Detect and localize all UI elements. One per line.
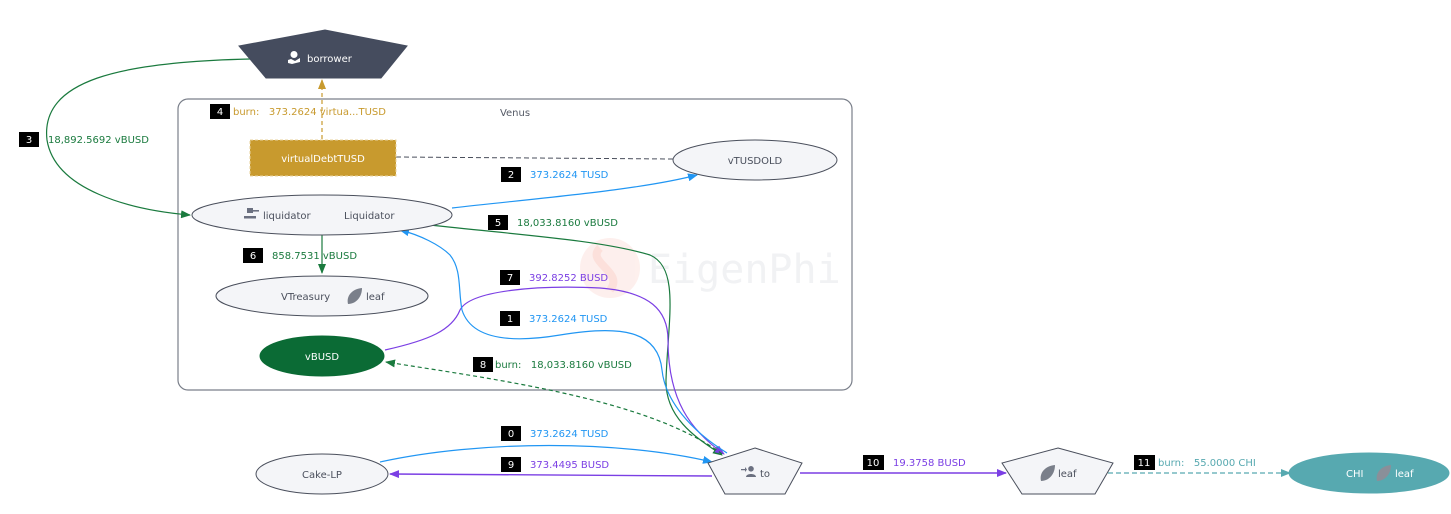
edge-index-badge: 6: [250, 251, 256, 262]
edge-amount: 18,892.5692 vBUSD: [48, 135, 149, 146]
watermark: EigenPhi: [580, 238, 841, 298]
node-role: liquidator: [263, 211, 312, 222]
edge-amount: 392.8252 BUSD: [529, 273, 608, 284]
edge-5[interactable]: [429, 224, 723, 456]
edge-amount: 19.3758 BUSD: [893, 458, 966, 469]
edge-amount: burn: 55.0000 CHI: [1158, 458, 1256, 469]
node-virtual-debt-tusd[interactable]: virtualDebtTUSD: [249, 139, 397, 177]
edge-label-5: 5 18,033.8160 vBUSD: [488, 215, 618, 230]
money-hand-icon: [288, 51, 300, 64]
node-vtusdold[interactable]: vTUSDOLD: [672, 139, 838, 181]
edge-label-10: 10 19.3758 BUSD: [863, 455, 966, 470]
edge-1[interactable]: [399, 228, 728, 454]
node-label: borrower: [307, 54, 353, 65]
node-label: to: [760, 469, 770, 480]
edge-label-6: 6 858.7531 vBUSD: [243, 248, 357, 263]
edge-index-badge: 7: [507, 273, 513, 284]
edge-amount: 858.7531 vBUSD: [272, 251, 357, 262]
edge-0[interactable]: [379, 444, 713, 464]
edge-index-badge: 4: [217, 107, 223, 118]
node-chi[interactable]: CHI leaf: [1288, 452, 1450, 494]
node-label: Liquidator: [344, 211, 395, 222]
node-vtreasury[interactable]: VTreasury leaf: [215, 275, 429, 317]
node-tag: leaf: [1395, 469, 1414, 480]
edge-index-badge: 5: [495, 218, 501, 229]
edge-label-4: 4 burn: 373.2624 virtua...TUSD: [210, 104, 386, 119]
edge-index-badge: 1: [507, 314, 513, 325]
gavel-icon: [244, 208, 259, 219]
edge-index-badge: 11: [1138, 458, 1151, 469]
edge-label-9: 9 373.4495 BUSD: [501, 457, 609, 472]
cluster-venus: Venus: [177, 98, 853, 391]
node-cake-lp[interactable]: Cake-LP: [255, 453, 389, 495]
user-arrow-icon: [741, 466, 756, 477]
node-label: vTUSDOLD: [728, 156, 783, 167]
edge-amount: burn: 18,033.8160 vBUSD: [495, 360, 632, 371]
cluster-label: Venus: [500, 108, 530, 119]
leaf-icon: [1376, 465, 1391, 481]
edge-amount: 373.2624 TUSD: [530, 170, 609, 181]
eigenphi-logo-icon: [580, 238, 640, 298]
node-vbusd[interactable]: vBUSD: [259, 335, 385, 377]
edge-virtualdebt-vtusdold: [395, 156, 674, 160]
edge-9[interactable]: [389, 470, 713, 479]
edge-label-7: 7 392.8252 BUSD: [500, 270, 608, 285]
node-label: VTreasury: [281, 292, 330, 303]
edge-7[interactable]: [384, 286, 725, 455]
edge-label-11: 11 burn: 55.0000 CHI: [1134, 455, 1256, 470]
node-label: Cake-LP: [302, 470, 342, 481]
leaf-icon: [347, 288, 362, 304]
node-leaf[interactable]: leaf: [1001, 447, 1114, 495]
node-to[interactable]: to: [707, 447, 803, 495]
edge-3[interactable]: [46, 58, 251, 219]
edge-index-badge: 10: [867, 458, 880, 469]
edge-label-2: 2 373.2624 TUSD: [501, 167, 609, 182]
leaf-icon: [1040, 465, 1055, 481]
edge-label-0: 0 373.2624 TUSD: [501, 426, 609, 441]
edge-index-badge: 2: [508, 170, 514, 181]
edge-amount: 373.2624 TUSD: [530, 429, 609, 440]
edge-8[interactable]: [385, 359, 723, 455]
node-borrower[interactable]: borrower: [238, 29, 408, 79]
edge-label-1: 1 373.2624 TUSD: [500, 311, 608, 326]
edge-amount: 18,033.8160 vBUSD: [517, 218, 618, 229]
edge-amount: 373.4495 BUSD: [530, 460, 609, 471]
node-label: vBUSD: [305, 352, 339, 363]
node-label: virtualDebtTUSD: [281, 154, 365, 165]
node-label: CHI: [1346, 469, 1363, 480]
edge-index-badge: 3: [26, 135, 32, 146]
node-label: leaf: [1058, 469, 1077, 480]
edge-amount: 373.2624 TUSD: [529, 314, 608, 325]
edge-index-badge: 0: [508, 429, 514, 440]
watermark-text: EigenPhi: [648, 247, 841, 293]
edge-label-3: 3 18,892.5692 vBUSD: [19, 132, 149, 147]
edge-amount: burn: 373.2624 virtua...TUSD: [233, 107, 386, 118]
node-tag: leaf: [366, 292, 385, 303]
edge-2[interactable]: [451, 173, 698, 209]
edge-label-8: 8 burn: 18,033.8160 vBUSD: [473, 357, 632, 372]
edge-index-badge: 8: [480, 360, 486, 371]
node-liquidator[interactable]: liquidator Liquidator: [191, 194, 453, 236]
edge-index-badge: 9: [508, 460, 514, 471]
